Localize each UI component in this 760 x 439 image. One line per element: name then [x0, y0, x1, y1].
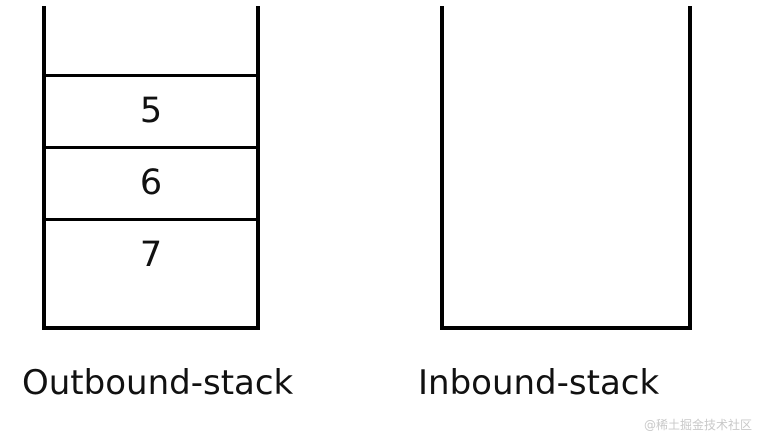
- outbound-stack-cell: 6: [42, 146, 260, 218]
- inbound-stack-left-wall: [440, 6, 444, 330]
- inbound-stack-caption: Inbound-stack: [418, 363, 660, 403]
- outbound-stack-cell-value: 5: [139, 91, 163, 131]
- watermark: @稀土掘金技术社区: [643, 418, 752, 432]
- inbound-stack: [440, 6, 692, 330]
- outbound-stack-cell-value: 6: [139, 163, 163, 203]
- outbound-stack-cell: 5: [42, 74, 260, 146]
- outbound-stack-caption: Outbound-stack: [22, 363, 294, 403]
- outbound-stack-cell: 7: [42, 218, 260, 290]
- outbound-stack: 5 6 7: [42, 6, 260, 330]
- inbound-stack-right-wall: [688, 6, 692, 330]
- outbound-stack-cell-value: 7: [139, 235, 163, 275]
- outbound-stack-left-wall: [42, 6, 46, 330]
- inbound-stack-floor: [440, 326, 692, 330]
- outbound-stack-floor: [42, 326, 260, 330]
- outbound-stack-right-wall: [256, 6, 260, 330]
